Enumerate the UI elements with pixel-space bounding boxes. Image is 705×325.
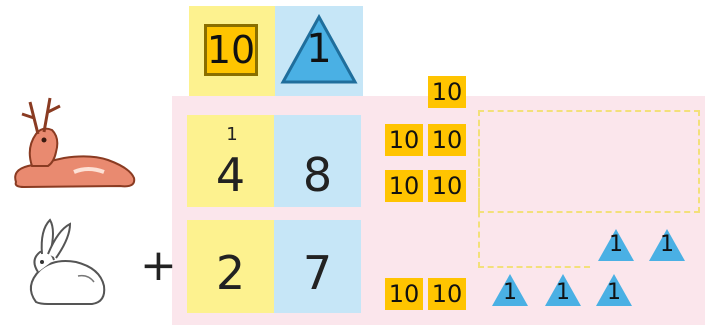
- ten-block: 10: [385, 170, 423, 202]
- one-triangle-label: 1: [594, 280, 634, 305]
- regroup-box-extension: [478, 110, 590, 268]
- ten-block: 10: [385, 278, 423, 310]
- row1-tens-digit: 4: [187, 148, 274, 202]
- ten-block: 10: [428, 124, 466, 156]
- ten-block: 10: [428, 170, 466, 202]
- row2-tens-digit: 2: [187, 246, 274, 300]
- ones-header-label: 1: [282, 26, 356, 72]
- one-triangle-label: 1: [490, 280, 530, 305]
- deer-icon: [4, 92, 144, 192]
- ten-block: 10: [385, 124, 423, 156]
- row1-ones-digit: 8: [274, 148, 361, 202]
- one-triangle-label: 1: [647, 232, 687, 257]
- row2-ones-digit: 7: [274, 246, 361, 300]
- one-triangle-label: 1: [596, 232, 636, 257]
- tens-header-block: 10: [204, 24, 258, 76]
- ten-block: 10: [428, 76, 466, 108]
- one-triangle-label: 1: [543, 280, 583, 305]
- carry-digit: 1: [222, 124, 242, 145]
- row-divider: [187, 207, 361, 220]
- ten-block: 10: [428, 278, 466, 310]
- rabbit-icon: [18, 216, 118, 308]
- plus-operator: +: [140, 240, 177, 291]
